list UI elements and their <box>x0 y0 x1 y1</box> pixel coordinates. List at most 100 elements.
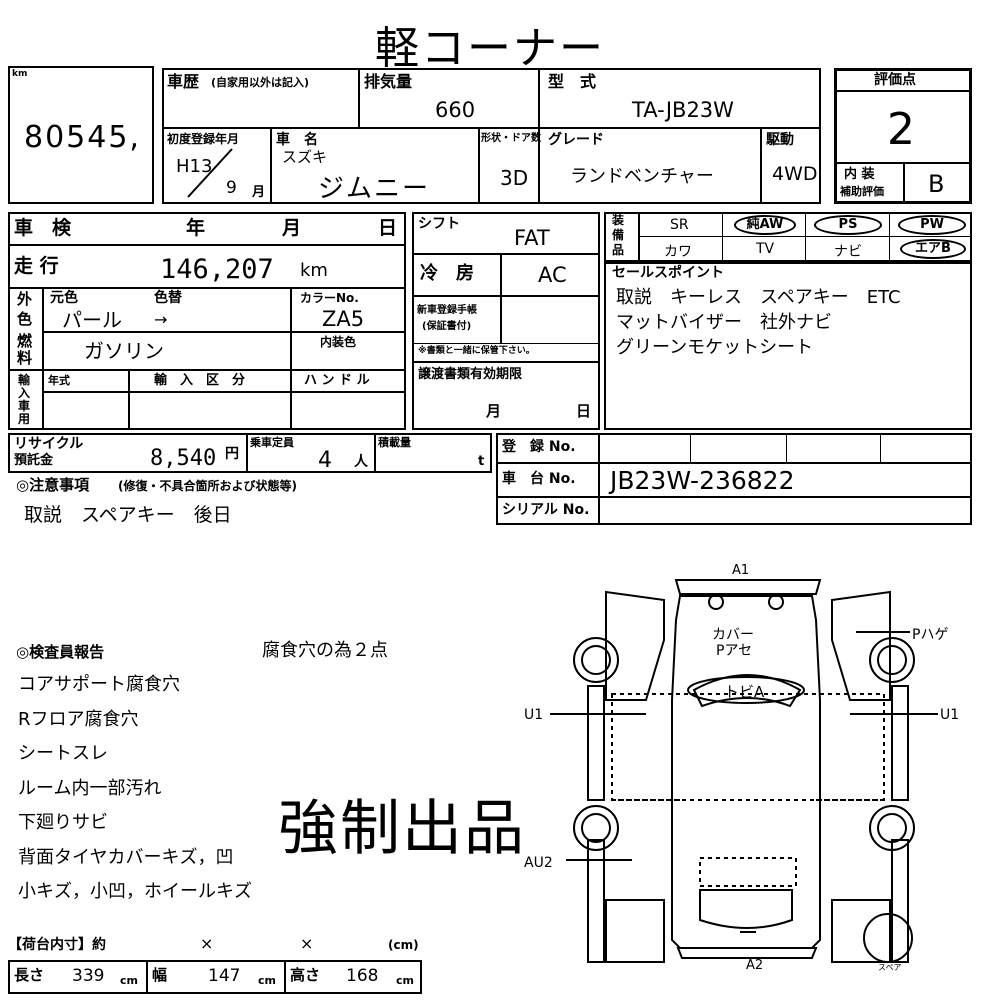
fuel-value: ガソリン <box>84 339 164 363</box>
first-reg-year: H13 <box>176 156 213 177</box>
aircon-label: 冷 房 <box>420 263 474 284</box>
first-reg-month-unit: 月 <box>252 185 266 200</box>
recycle-unit: 円 <box>225 446 239 462</box>
notes-value: 取説 スペアキー 後日 <box>24 504 232 526</box>
inspector-line-4: ルーム内一部汚れ <box>18 778 162 799</box>
interior-rating-label-2: 補助評価 <box>840 185 884 198</box>
sales-point-line-1: 取説 キーレス スペアキー ETC <box>616 287 901 308</box>
diagram-tobi-label: トビA <box>724 683 765 701</box>
interior-rating-value: B <box>928 170 945 198</box>
cargo-height-unit: cm <box>396 974 414 987</box>
import-class-label: 輸 入 区 分 <box>154 373 246 388</box>
rating-value: 2 <box>887 104 915 155</box>
cargo-width-label: 幅 <box>152 966 168 984</box>
inspector-line-1: コアサポート腐食穴 <box>18 674 180 695</box>
car-maker: スズキ <box>282 148 328 166</box>
import-year-label: 年式 <box>48 374 70 387</box>
cargo-label: 【荷台内寸】約 <box>8 937 106 953</box>
cargo-width: 147 <box>208 966 241 986</box>
page-title: 軽コーナー <box>375 23 605 74</box>
body-label: 形状・ドア数 <box>481 133 541 144</box>
cargo-width-unit: cm <box>258 974 276 987</box>
registration-table <box>496 433 972 525</box>
model-label: 型 式 <box>548 72 597 91</box>
diagram-p-hage-label: Pハゲ <box>912 627 949 643</box>
drive-label: 駆動 <box>766 132 794 148</box>
reg-no-label: 登 録 No. <box>502 439 576 455</box>
original-color-value: パール <box>62 308 122 332</box>
cargo-length-label: 長さ <box>14 966 45 984</box>
import-label-1: 輸 <box>18 373 31 387</box>
equipment-ps: PS <box>814 215 882 235</box>
inspector-line-3: シートスレ <box>18 743 108 764</box>
inspector-line-2: Rフロア腐食穴 <box>18 709 139 730</box>
import-label-2: 入 <box>18 386 31 400</box>
notes-note: (修復・不具合箇所および状態等) <box>118 479 297 493</box>
transfer-doc-day: 日 <box>576 402 592 420</box>
forced-listing-stamp: 強制出品 <box>278 794 526 864</box>
first-reg-month: 9 <box>226 178 237 198</box>
mileage-box <box>8 66 154 204</box>
equipment-navi: ナビ <box>834 244 862 260</box>
recycle-label-2: 預託金 <box>14 453 54 468</box>
diagram-u1-left-label: U1 <box>524 707 544 723</box>
interior-color-label: 内装色 <box>320 335 357 349</box>
cargo-height: 168 <box>346 966 379 986</box>
first-reg-slash <box>187 148 233 198</box>
cargo-x2: × <box>300 934 314 953</box>
serial-label: シリアル No. <box>502 502 590 518</box>
rating-label: 評価点 <box>874 72 916 88</box>
chassis-value: JB23W-236822 <box>610 466 795 495</box>
distance-value: 146,207 <box>160 254 274 285</box>
recycle-label-1: リサイクル <box>14 436 84 452</box>
inspection-label: 車 検 <box>14 217 72 239</box>
cargo-height-label: 高さ <box>290 966 321 984</box>
equipment-tv: TV <box>756 241 775 257</box>
cargo-unit: (cm) <box>388 938 419 952</box>
inspection-day: 日 <box>378 217 398 239</box>
inspection-year: 年 <box>186 217 206 239</box>
sales-points-box <box>604 262 972 430</box>
equipment-airbag: エアB <box>900 239 966 259</box>
equipment-leather: カワ <box>664 244 692 260</box>
recycle-row <box>8 433 492 473</box>
load-label: 積載量 <box>378 436 411 449</box>
transfer-doc-month: 月 <box>486 402 502 420</box>
grade-value: ランドベンチャー <box>570 166 714 187</box>
recycle-value: 8,540 <box>150 446 217 471</box>
capacity-value: 4 <box>318 448 332 473</box>
equipment-sr: SR <box>670 217 689 233</box>
inspector-line-7: 小キズ，小凹，ホイールキズ <box>18 881 252 902</box>
shift-value: FAT <box>514 226 550 250</box>
equipment-label-3: 品 <box>612 243 625 257</box>
mileage-mark: km <box>12 69 28 79</box>
inspector-line-5: 下廻りサビ <box>18 812 108 833</box>
diagram-p-ase-label: Pアセ <box>716 643 753 659</box>
drive-value: 4WD <box>772 163 818 185</box>
color-label-top: 外 <box>17 290 33 308</box>
equipment-table <box>604 212 972 262</box>
distance-label: 走 行 <box>14 255 59 277</box>
vehicle-info-grid <box>162 68 821 204</box>
equipment-label-1: 装 <box>612 213 625 227</box>
color-change-label: 色替 <box>154 290 182 306</box>
equipment-aw: 純AW <box>734 215 796 235</box>
mileage-value: 80545, <box>24 120 141 155</box>
left-details-table <box>8 212 406 430</box>
sales-points-label: セールスポイント <box>612 265 724 281</box>
history-note: (自家用以外は記入) <box>211 76 310 89</box>
capacity-unit: 人 <box>354 454 368 470</box>
car-name-value: ジムニー <box>318 174 431 204</box>
diagram-a1-label: A1 <box>732 563 750 578</box>
notes-label: ◎注意事項 <box>16 476 90 494</box>
inspector-label: ◎検査員報告 <box>16 643 105 661</box>
inspection-month: 月 <box>282 217 302 239</box>
new-reg-label-1: 新車登録手帳 <box>417 305 477 316</box>
transfer-doc-label: 譲渡書類有効期限 <box>418 367 523 382</box>
new-reg-note: ※書類と一緒に保管下さい。 <box>418 346 535 356</box>
aircon-value: AC <box>538 263 567 287</box>
import-label-3: 車 <box>18 399 31 413</box>
diagram-a2-label: A2 <box>746 958 764 973</box>
chassis-label: 車 台 No. <box>502 471 576 487</box>
